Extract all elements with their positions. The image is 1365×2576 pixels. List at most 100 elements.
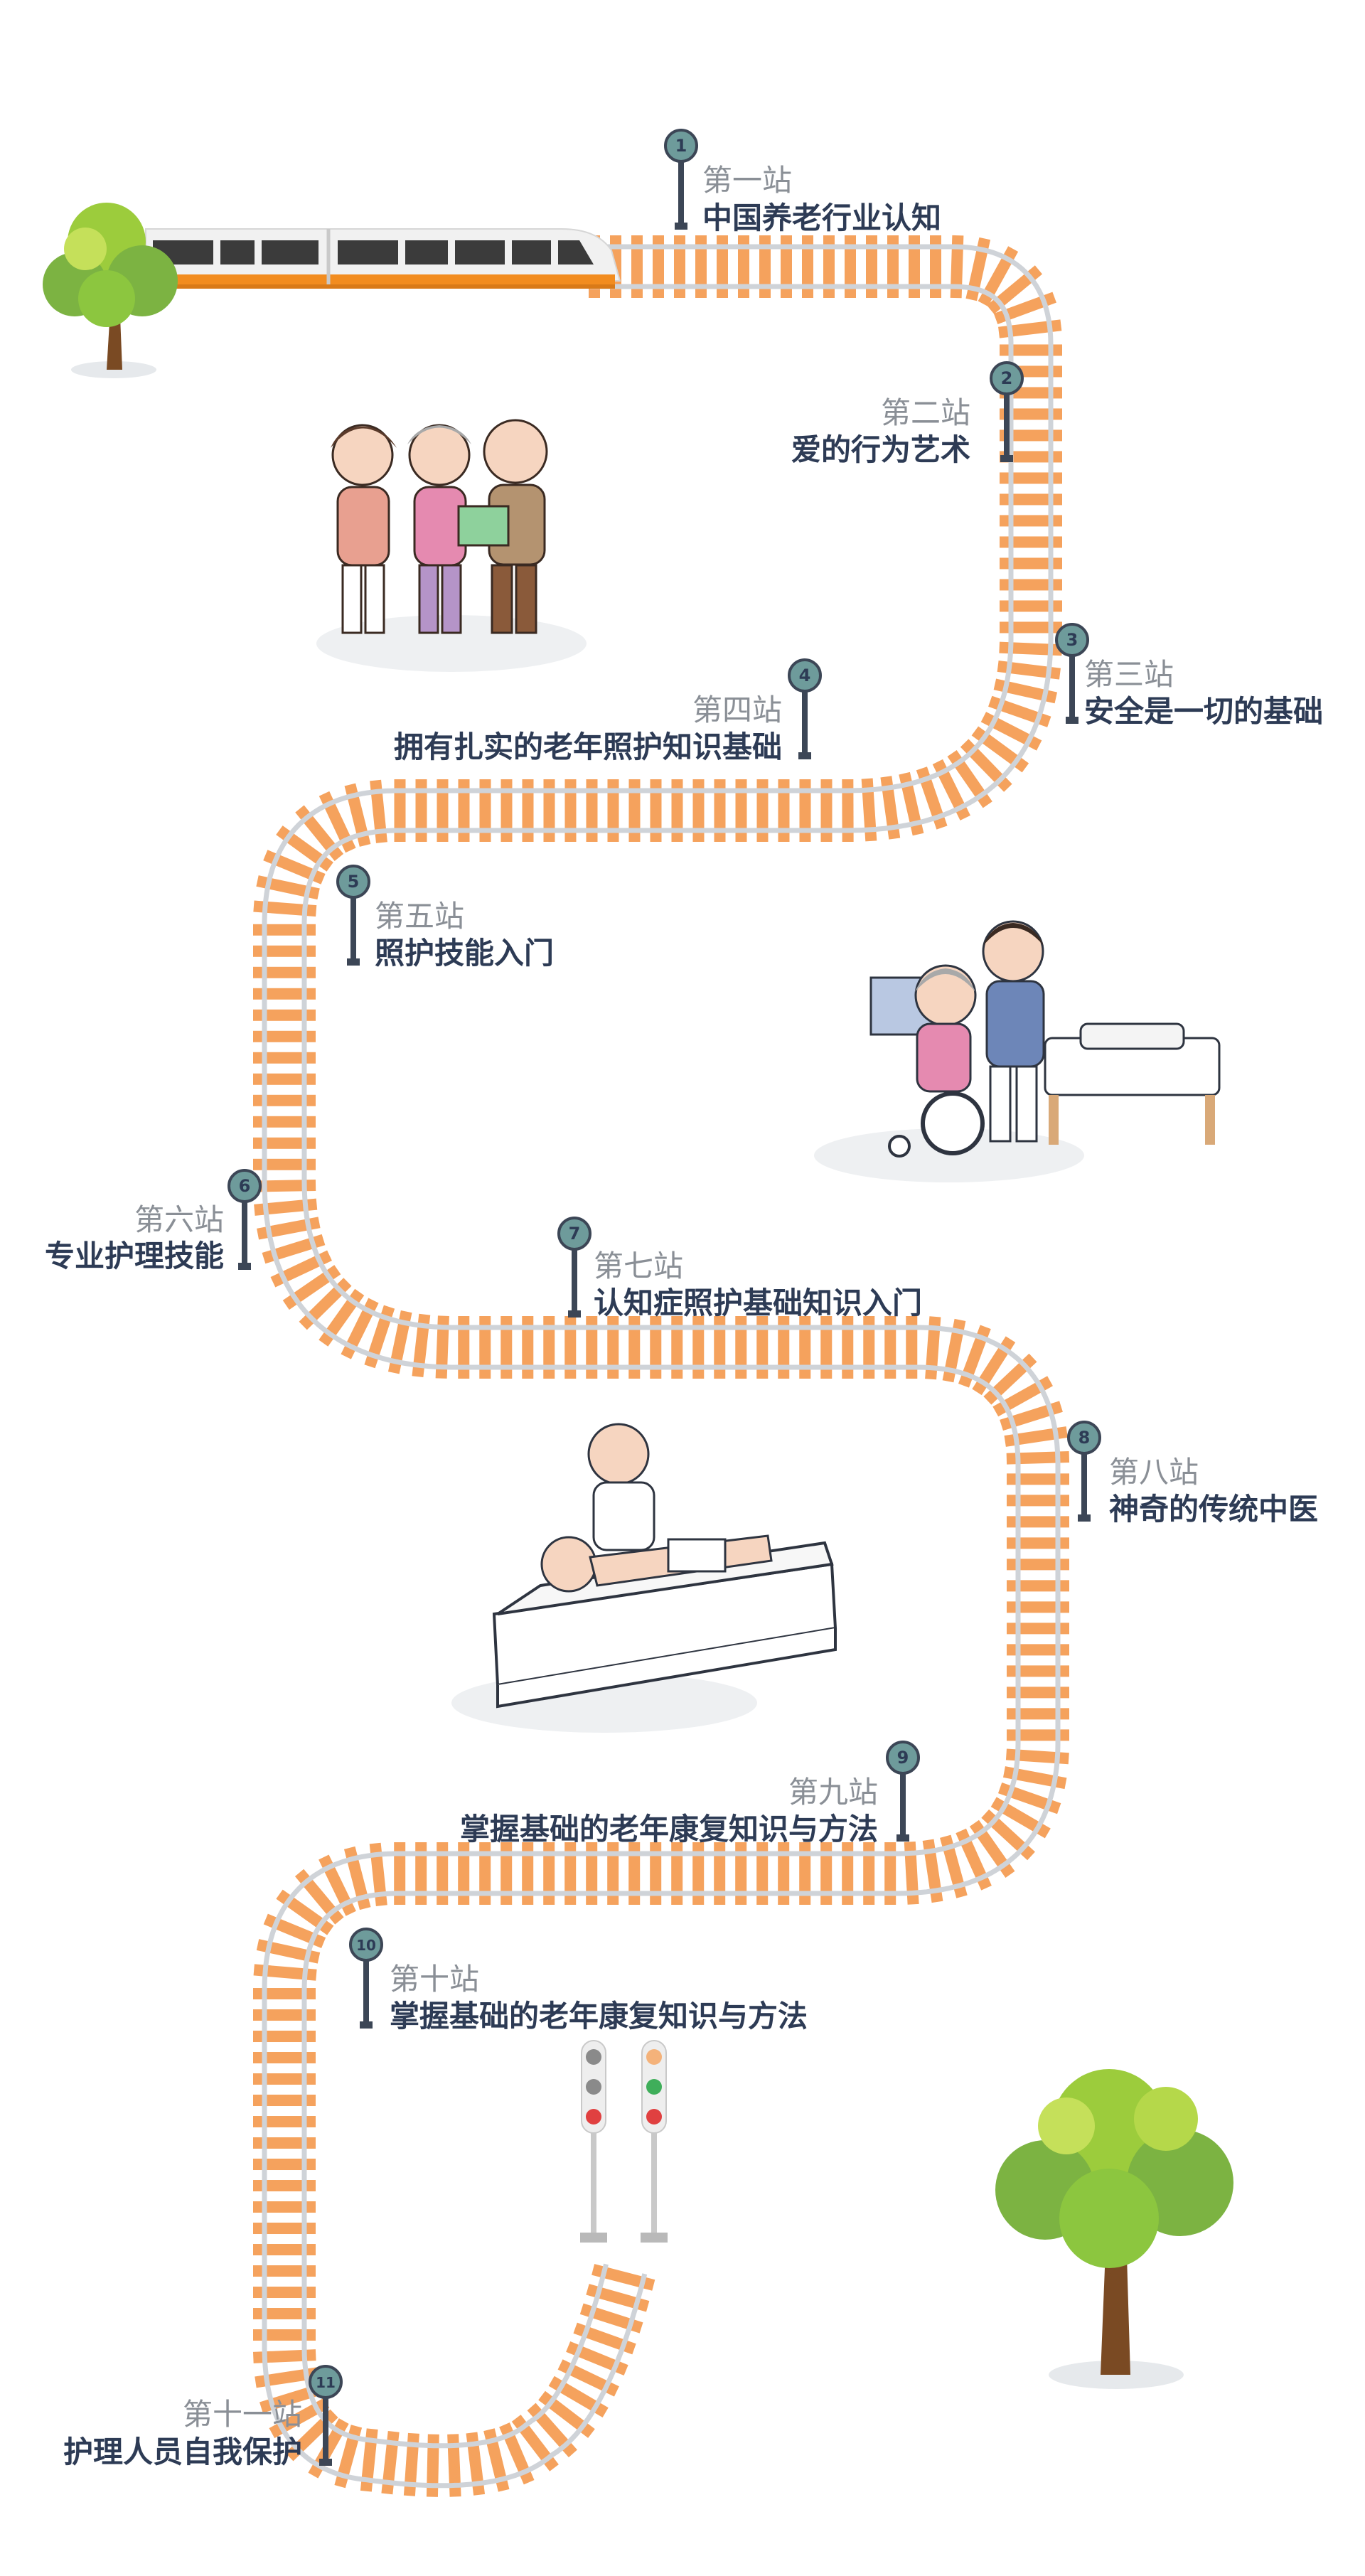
station-title: 爱的行为艺术 (791, 432, 970, 467)
station-marker-circle (309, 2365, 343, 2399)
station-pole-base (675, 223, 687, 230)
track-sleeper (334, 2425, 363, 2489)
track-sleeper (415, 779, 427, 842)
track-sleeper (735, 1842, 747, 1905)
track-sleeper (253, 1094, 316, 1106)
track-sleeper (253, 2180, 316, 2192)
track-sleeper (631, 235, 643, 298)
track-sleeper (369, 1842, 387, 1906)
track-sleeper (479, 779, 491, 842)
track-sleeper (253, 2265, 316, 2277)
track-sleeper (607, 1842, 619, 1905)
track-sleeper (820, 779, 833, 842)
track-sleeper (778, 779, 790, 842)
station-sub: 第十一站 (182, 2397, 302, 2432)
track-sleeper (863, 1316, 875, 1379)
track-sleeper (387, 1310, 412, 1374)
track-sleeper (543, 1316, 555, 1379)
track-sleeper (1007, 1623, 1069, 1635)
station-title: 掌握基础的老年康复知识与方法 (390, 1999, 808, 2033)
station-marker-circle (557, 1217, 592, 1251)
station-title: 照护技能入门 (375, 936, 555, 971)
track-sleeper (799, 779, 811, 842)
track-sleeper (253, 2287, 316, 2299)
track-sleeper (906, 1316, 918, 1379)
track-sleeper (500, 779, 513, 842)
railway-track (252, 235, 1070, 2497)
track-sleeper (253, 2137, 316, 2149)
track-sleeper (880, 776, 901, 840)
station-title: 专业护理技能 (44, 1239, 224, 1273)
station-sub: 第六站 (134, 1202, 224, 1237)
track-sleeper (255, 2367, 318, 2388)
track-sleeper (253, 2073, 316, 2085)
track-sleeper (1000, 621, 1062, 634)
track-sleeper (887, 235, 899, 298)
track-sleeper (253, 2201, 316, 2213)
track-sleeper (253, 1116, 316, 1128)
track-sleeper (735, 779, 747, 842)
station-pole-base (360, 2021, 373, 2029)
station-marker-circle (1067, 1421, 1101, 1455)
station-number: 6 (239, 1176, 251, 1196)
track-sleeper (692, 779, 705, 842)
track-sleeper (607, 779, 619, 842)
track-sleeper (253, 966, 316, 978)
track-sleeper (695, 235, 707, 298)
track-sleeper (842, 1316, 854, 1379)
station-marker-circle (1055, 623, 1089, 657)
station-marker-3: 3 (1055, 623, 1089, 724)
train-icon (145, 228, 621, 289)
track-sleeper (692, 1316, 705, 1379)
track-sleeper (479, 1316, 491, 1379)
station-title: 拥有扎实的老年照护知识基础 (393, 729, 782, 764)
station-pole (323, 2396, 328, 2464)
track-sleeper (522, 779, 534, 842)
track-sleeper (256, 875, 320, 900)
station-sub: 第一站 (702, 163, 793, 198)
station-marker-6: 6 (228, 1169, 262, 1270)
station-marker-8: 8 (1067, 1421, 1101, 1522)
station-number: 10 (356, 1937, 376, 1954)
station-pole-base (1066, 717, 1078, 724)
track-sleeper (253, 924, 316, 936)
track-sleeper (778, 1842, 790, 1905)
track-sleeper (802, 235, 813, 298)
station-number: 9 (897, 1748, 909, 1768)
track-rail (301, 244, 1061, 2449)
track-sleeper (253, 1030, 316, 1042)
track-sleeper (364, 1305, 395, 1369)
station-sub: 第四站 (692, 693, 782, 727)
track-sleeper (866, 235, 877, 298)
track-sleeper (253, 2116, 316, 2128)
track-sleeper (483, 2428, 510, 2492)
tree-icon (995, 2069, 1233, 2389)
station-pole-base (238, 1263, 251, 1270)
station-sub: 第九站 (788, 1775, 878, 1810)
station-pole-base (798, 752, 811, 759)
track-sleeper (714, 779, 726, 842)
track-sleeper (997, 661, 1061, 680)
track-sleeper (253, 1073, 316, 1085)
track-sleeper (253, 2159, 316, 2171)
track-sleeper (1000, 579, 1062, 591)
track-sleeper (253, 1964, 317, 1981)
station-marker-circle (788, 658, 822, 693)
track-sleeper (592, 2264, 655, 2291)
track-sleeper (756, 1316, 769, 1379)
station-pole (1081, 1452, 1087, 1519)
massage-doctor-illustration (451, 1423, 837, 1733)
track-sleeper (415, 1842, 427, 1905)
station-pole-base (896, 1834, 909, 1842)
track-sleeper (253, 1158, 316, 1170)
track-sleeper (1005, 1748, 1069, 1765)
track-sleeper (714, 1842, 726, 1905)
track-sleeper (653, 235, 664, 298)
station-number: 4 (799, 666, 811, 685)
track-sleeper (1007, 1729, 1069, 1741)
station-marker-circle (336, 865, 370, 899)
track-sleeper (1007, 1473, 1069, 1485)
track-sleeper (253, 945, 316, 957)
track-sleeper (343, 1846, 371, 1910)
